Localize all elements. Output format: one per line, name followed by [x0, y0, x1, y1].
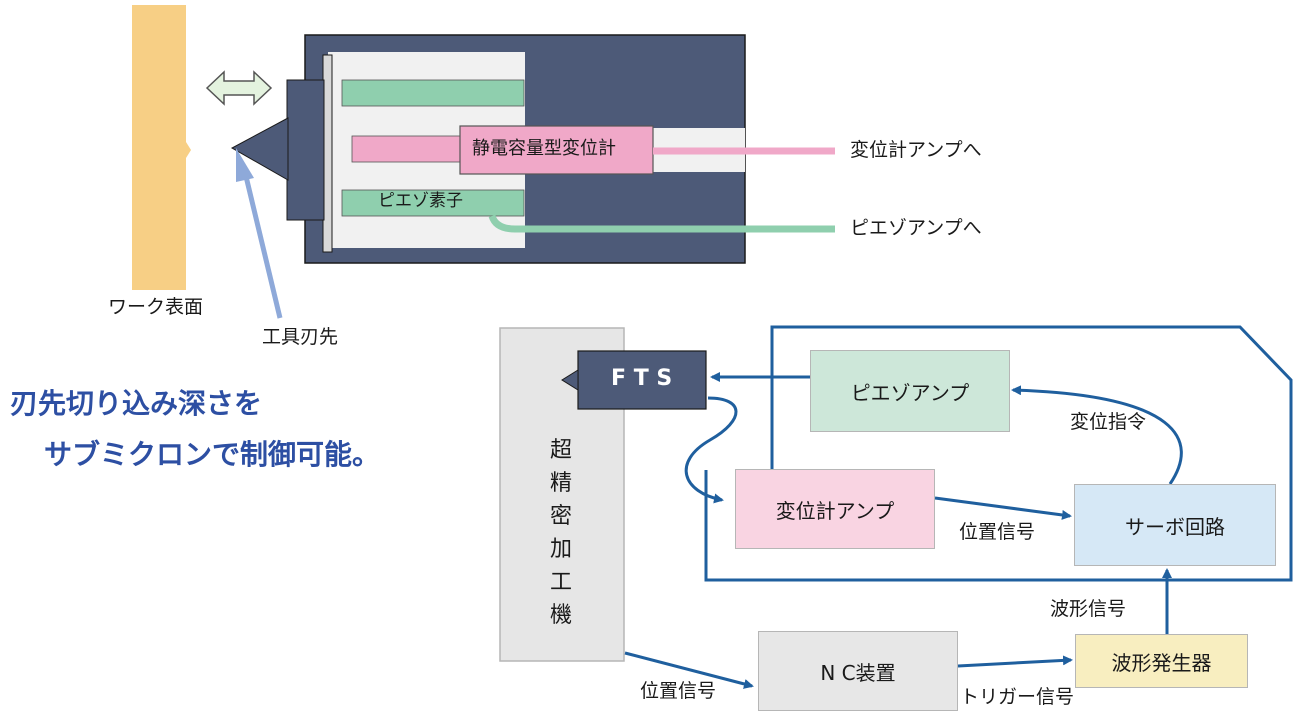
double-arrow-icon: [205, 70, 273, 106]
pos-signal-label-1: 位置信号: [959, 521, 1036, 543]
pos-signal-label-2: 位置信号: [640, 680, 717, 702]
machine-label-char: 密: [549, 504, 572, 529]
tool-shank: [286, 79, 325, 221]
trigger-label: トリガー信号: [960, 686, 1075, 708]
wave-signal-label: 波形信号: [1050, 598, 1127, 620]
arrow-machine-to-nc: [624, 651, 754, 689]
arrow-dispamp-to-servo: [934, 496, 1072, 520]
machine-label-char: 精: [549, 471, 572, 496]
servo-box: サーボ回路: [1074, 484, 1276, 566]
piezo-strip-upper: [341, 79, 525, 107]
out-piezo-label: ピエゾアンプへ: [850, 217, 982, 239]
fts-tool-icon: [561, 369, 579, 391]
arrow-nc-to-wave: [957, 655, 1073, 668]
tool-tip-pointer-head: [236, 148, 254, 182]
disp-cmd-label: 変位指令: [1070, 411, 1147, 433]
machine-label-char: 超: [549, 438, 572, 463]
wave-gen-box: 波形発生器: [1075, 634, 1248, 688]
control-loop-outline: [704, 325, 1293, 582]
tool-tip-shape: [230, 117, 289, 181]
machine-label-char: 加: [549, 537, 572, 562]
sensor-label: 静電容量型変位計: [472, 138, 616, 159]
fts-label: F T S: [611, 366, 673, 391]
piezo-element: [341, 189, 525, 217]
fts-block: [577, 350, 707, 410]
tool-tip-pointer: [241, 167, 283, 319]
disp-amp-box: 変位計アンプ: [735, 469, 935, 549]
arrow-fts-to-dispamp: [684, 396, 738, 504]
out-sensor-label: 変位計アンプへ: [850, 139, 982, 161]
machine-label-char: 機: [549, 603, 572, 628]
sensor-probe: [351, 135, 463, 163]
headline-line1: 刃先切り込み深さを: [10, 387, 263, 420]
arrow-servo-to-piezo: [1011, 385, 1183, 485]
work-piece: [132, 5, 191, 430]
nc-box: N C装置: [758, 631, 958, 711]
headline-line2: サブミクロンで制御可能。: [44, 438, 381, 471]
work-surface-label: ワーク表面: [108, 296, 204, 318]
machine-label-char: 工: [549, 570, 572, 595]
tool-tip-label: 工具刃先: [262, 326, 339, 348]
piezo-amp-box: ピエゾアンプ: [810, 350, 1010, 432]
piezo-element-label: ピエゾ素子: [378, 191, 463, 211]
piezo-signal-line: [488, 214, 835, 233]
